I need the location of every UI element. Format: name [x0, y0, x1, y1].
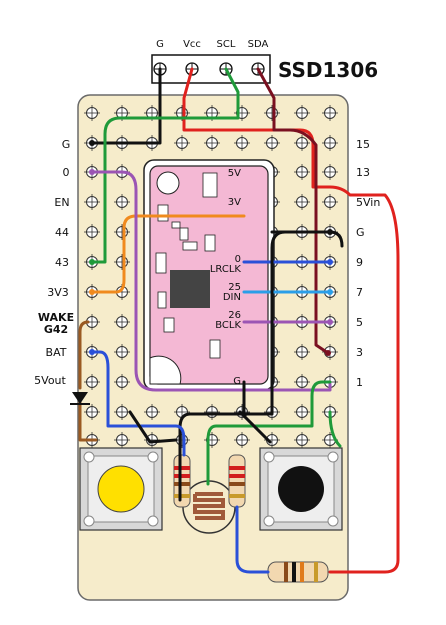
- module-title: SSD1306: [278, 58, 378, 82]
- left-label-3v3: 3V3: [47, 286, 69, 299]
- wire-gnd-button-left: [128, 410, 178, 444]
- right-label-7: 7: [356, 286, 363, 299]
- module-part: [163, 317, 175, 333]
- module-mount-hole-bottom: [149, 355, 182, 385]
- left-label-5vout: 5Vout: [34, 374, 66, 387]
- wires: [78, 67, 400, 574]
- left-label-bat: BAT: [46, 346, 67, 359]
- module-part: [182, 241, 198, 251]
- right-label-9: 9: [356, 256, 363, 269]
- oled-connector: G Vcc SCL SDA: [151, 39, 271, 84]
- right-label-15: 15: [356, 138, 370, 151]
- module-label-5v: 5V: [228, 168, 241, 179]
- wire-gnd-black: [90, 67, 162, 145]
- left-label-44: 44: [55, 226, 69, 239]
- wire-sda-darkred: [256, 67, 330, 355]
- right-label-5vin: 5Vin: [356, 196, 380, 209]
- module-part: [179, 227, 189, 241]
- module-label-lrclk: LRCLK: [210, 264, 242, 275]
- module-mount-hole-top: [156, 171, 180, 195]
- resistor-external: [267, 561, 329, 583]
- right-label-13: 13: [356, 166, 370, 179]
- module-label-g: G: [233, 376, 241, 387]
- resistor-right: [228, 454, 246, 508]
- oled-pin-label-vcc: Vcc: [183, 39, 201, 50]
- wire-vcc-red: [182, 67, 400, 574]
- wire-wake-brown: [78, 320, 98, 442]
- right-label-5: 5: [356, 316, 363, 329]
- module-label-din: DIN: [223, 292, 241, 303]
- left-pin-labels: G 0 EN 44 43 3V3 WAKE G42 BAT 5Vout: [34, 138, 74, 387]
- left-label-0: 0: [63, 166, 70, 179]
- pushbutton-black: [259, 447, 343, 531]
- left-label-g: G: [62, 138, 71, 151]
- audio-module: 5V 3V 0 LRCLK 25 DIN 26 BCLK G: [143, 159, 275, 391]
- left-label-wake: WAKE: [38, 311, 74, 324]
- wire-3v3-orange: [90, 214, 246, 294]
- module-part: [209, 339, 221, 359]
- wire-1-green: [206, 380, 332, 486]
- oled-pin-label-g: G: [156, 39, 164, 50]
- pushbutton-yellow: [79, 447, 163, 531]
- resistor-left: [173, 454, 191, 508]
- module-part: [155, 252, 167, 274]
- oled-connector-body: [151, 54, 271, 84]
- module-part: [171, 221, 181, 229]
- oled-pin-label-sda: SDA: [248, 39, 269, 50]
- module-label-0: 0: [235, 254, 241, 265]
- right-label-1: 1: [356, 376, 363, 389]
- button-cap-yellow: [97, 465, 145, 513]
- module-part: [157, 291, 167, 309]
- wire-bat-blue: [90, 350, 186, 457]
- wire-0-purple: [90, 170, 332, 392]
- wire-1-green-b: [328, 410, 342, 448]
- photoresistor: [182, 480, 236, 534]
- wire-endpoints: [89, 140, 333, 356]
- diode: [70, 392, 90, 405]
- module-part: [202, 172, 218, 198]
- module-chip: [170, 270, 210, 308]
- module-label-bclk: BCLK: [215, 320, 241, 331]
- button-cap-black: [278, 466, 324, 512]
- wire-scl-green: [90, 67, 240, 264]
- module-part: [204, 234, 216, 252]
- module-label-25: 25: [228, 282, 241, 293]
- left-label-43: 43: [55, 256, 69, 269]
- wire-gnd-button: [238, 410, 272, 444]
- left-label-g42: G42: [44, 323, 68, 336]
- oled-pin-label-scl: SCL: [217, 39, 236, 50]
- right-label-g: G: [356, 226, 365, 239]
- right-label-3: 3: [356, 346, 363, 359]
- wire-ldr-blue: [235, 505, 270, 574]
- module-label-26: 26: [228, 310, 241, 321]
- right-pin-labels: 15 13 5Vin G 9 7 5 3 1: [356, 138, 380, 389]
- module-part: [157, 204, 169, 222]
- module-label-3v: 3V: [228, 197, 241, 208]
- left-label-en: EN: [54, 196, 69, 209]
